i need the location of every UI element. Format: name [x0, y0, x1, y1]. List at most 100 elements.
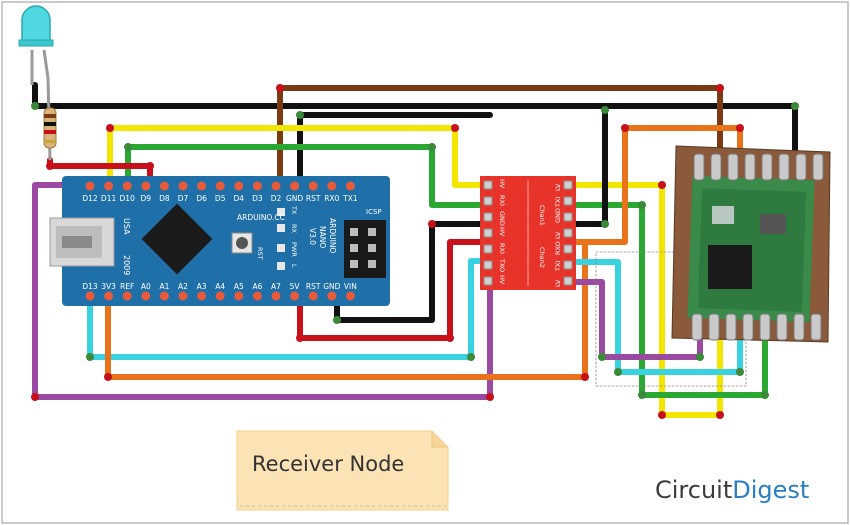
lora-pad-bottom — [810, 313, 822, 341]
nano-pin-bottom — [215, 291, 225, 301]
lora-pad-top — [761, 153, 773, 181]
nano-pin-top — [141, 181, 151, 191]
converter-pin-right — [563, 196, 573, 206]
nano-pin-label: RX0 — [324, 194, 339, 203]
nano-pin-top — [252, 181, 262, 191]
converter-pin-label: TXI — [554, 261, 562, 272]
nano-pin-label: A1 — [159, 282, 169, 291]
nano-pin-label: RST — [306, 194, 321, 203]
nano-pin-top — [104, 181, 114, 191]
lora-pad-top — [744, 153, 756, 181]
lora-pad-top — [693, 153, 705, 181]
wire-joints — [31, 84, 799, 419]
nano-pin-bottom — [85, 291, 95, 301]
converter-pin-label: HV — [498, 179, 506, 189]
resistor-component — [43, 77, 57, 161]
model-line3: V3.0 — [308, 228, 317, 245]
converter-pin-left — [483, 212, 493, 222]
converter-pin-label: RXI — [498, 195, 506, 206]
converter-pin-label: GND — [498, 211, 506, 226]
nano-pin-top — [290, 181, 300, 191]
wire-black-led-gnd — [32, 82, 798, 163]
nano-pin-top — [327, 181, 337, 191]
led-component — [18, 5, 54, 85]
nano-pin-bottom — [104, 291, 114, 301]
nano-pin-top — [159, 181, 169, 191]
converter-pin-left — [483, 180, 493, 190]
nano-pin-label: 5V — [290, 282, 301, 291]
nano-pin-label: D8 — [159, 194, 170, 203]
converter-pin-label: RXO — [554, 241, 562, 255]
lora-pad-top — [710, 153, 722, 181]
brand-part2: Digest — [732, 476, 809, 504]
led-label-pwr: PWR — [290, 242, 298, 257]
converter-pin-label: TXO — [498, 258, 506, 272]
converter-pin-label: GND — [554, 208, 562, 223]
brand-text: CircuitDigest — [655, 476, 809, 504]
nano-pin-top — [122, 181, 132, 191]
nano-pin-top — [271, 181, 281, 191]
nano-pin-top — [215, 181, 225, 191]
nano-pin-top — [345, 181, 355, 191]
nano-pin-label: D13 — [82, 282, 98, 291]
nano-pin-label: A2 — [178, 282, 188, 291]
nano-pin-label: TX1 — [342, 194, 358, 203]
nano-pin-label: D5 — [215, 194, 226, 203]
nano-pin-label: REF — [120, 282, 134, 291]
converter-pin-label: HV — [498, 227, 506, 237]
mcu-chip-icon — [141, 203, 213, 275]
converter-pin-right — [563, 276, 573, 286]
nano-pin-top — [85, 181, 95, 191]
nano-pin-bottom — [308, 291, 318, 301]
nano-pin-label: D6 — [196, 194, 207, 203]
nano-pin-label: D3 — [252, 194, 263, 203]
nano-pin-bottom — [271, 291, 281, 301]
nano-pin-label: A6 — [252, 282, 262, 291]
wire-orange-3v3 — [105, 242, 588, 380]
nano-pin-bottom — [159, 291, 169, 301]
converter-pin-label: RXI — [498, 243, 506, 254]
usa-label: USA — [122, 218, 131, 235]
nano-pin-label: D11 — [101, 194, 117, 203]
converter-pin-label: LV — [554, 183, 562, 191]
lora-chip-icon — [708, 245, 752, 289]
lora-pad-bottom — [776, 313, 788, 341]
nano-pcb — [62, 176, 390, 306]
brand-part1: Circuit — [655, 476, 732, 504]
nano-pin-label: VIN — [344, 282, 357, 291]
nano-pin-bottom — [290, 291, 300, 301]
rst-silk-label: RST — [256, 247, 264, 260]
nano-pin-label: A5 — [234, 282, 244, 291]
converter-pin-right — [563, 212, 573, 222]
converter-pin-right — [563, 228, 573, 238]
converter-pin-left — [483, 228, 493, 238]
converter-pin-label: LV — [554, 279, 562, 287]
led-label-rx: RX — [290, 224, 298, 234]
model-line2: NANO — [318, 226, 327, 248]
led-icon — [21, 5, 51, 43]
nano-pin-top — [197, 181, 207, 191]
lora-pad-bottom — [708, 313, 720, 341]
lora-pad-top — [812, 153, 824, 181]
nano-pin-top — [308, 181, 318, 191]
wire-brown-d2 — [277, 85, 723, 188]
nano-pin-bottom — [122, 291, 132, 301]
lora-pad-bottom — [759, 313, 771, 341]
nano-pin-bottom — [327, 291, 337, 301]
converter-pin-left — [483, 196, 493, 206]
lora-pad-top — [727, 153, 739, 181]
nano-pin-label: A3 — [197, 282, 207, 291]
nano-pin-label: A4 — [215, 282, 225, 291]
nano-pin-label: GND — [323, 282, 340, 291]
converter-pin-left — [483, 260, 493, 270]
converter-pin-right — [563, 244, 573, 254]
nano-pin-label: D12 — [82, 194, 98, 203]
nano-pin-bottom — [252, 291, 262, 301]
nano-pin-bottom — [197, 291, 207, 301]
nano-pin-label: D9 — [141, 194, 152, 203]
nano-pin-label: GND — [286, 194, 303, 203]
lora-module — [671, 145, 831, 343]
